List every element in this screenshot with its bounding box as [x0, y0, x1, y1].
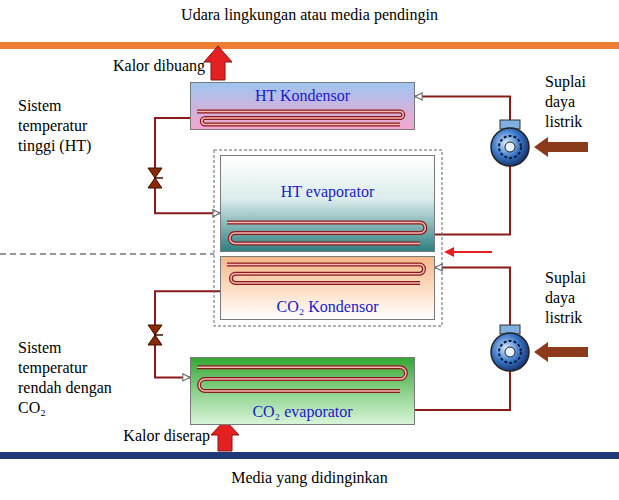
- box-title: HT Kondensor: [191, 86, 414, 105]
- cooled-medium-bar: [0, 452, 619, 459]
- expansion-valve: [148, 325, 163, 345]
- power-arrow: [534, 342, 588, 362]
- refrigerant-pipe: [155, 118, 220, 213]
- ambient-bar: [0, 42, 619, 49]
- footer-label: Media yang didinginkan: [0, 468, 619, 488]
- heat-transfer-line: [452, 251, 492, 253]
- compressor: [491, 325, 529, 371]
- cascade-outline: [214, 150, 442, 326]
- heat-label: Kalor diserap: [95, 426, 210, 446]
- heat-out-arrow: [204, 46, 232, 80]
- expansion-valve: [148, 168, 163, 188]
- system-label: Sistem temperatur tinggi (HT): [18, 96, 113, 156]
- power-arrow: [534, 137, 588, 157]
- power-label: Suplai daya listrik: [545, 268, 607, 328]
- heat-label: Kalor dibuang: [95, 56, 205, 76]
- coil-tube: [221, 156, 434, 251]
- box-title: HT evaporator: [221, 182, 434, 201]
- power-label: Suplai daya listrik: [545, 72, 607, 132]
- heat-exchanger-box: CO₂ evaporator: [190, 357, 415, 425]
- heat-exchanger-box: HT Kondensor: [190, 82, 415, 130]
- heading-label: Udara lingkungan atau media pendingin: [0, 5, 619, 25]
- box-title: CO₂ evaporator: [191, 402, 414, 421]
- box-title: CO₂ Kondensor: [221, 297, 434, 316]
- heat-transfer-head: [444, 247, 454, 257]
- system-label: Sistem temperatur rendah dengan CO₂: [18, 338, 113, 418]
- heat-exchanger-box: CO₂ Kondensor: [220, 256, 435, 320]
- system-separator: [0, 254, 214, 255]
- heat-exchanger-box: HT evaporator: [220, 155, 435, 252]
- compressor: [491, 120, 529, 166]
